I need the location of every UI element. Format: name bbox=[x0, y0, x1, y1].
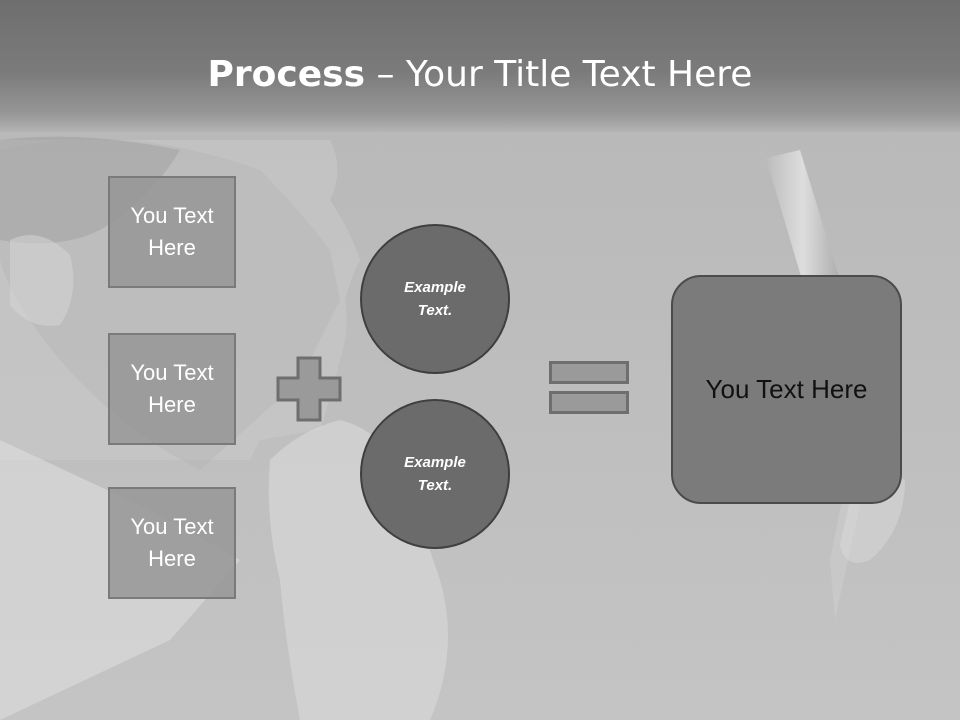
input-box-3[interactable]: You Text Here bbox=[108, 487, 236, 599]
title-rest: – Your Title Text Here bbox=[365, 54, 753, 95]
result-box[interactable]: You Text Here bbox=[671, 275, 902, 504]
title-bold: Process bbox=[207, 54, 366, 95]
equals-icon bbox=[549, 361, 629, 414]
input-box-2[interactable]: You Text Here bbox=[108, 333, 236, 445]
example-circle-1[interactable]: Example Text. bbox=[360, 224, 510, 374]
title-bar bbox=[0, 0, 960, 132]
plus-icon bbox=[276, 356, 342, 422]
example-circle-2[interactable]: Example Text. bbox=[360, 399, 510, 549]
input-box-1[interactable]: You Text Here bbox=[108, 176, 236, 288]
slide-title: Process – Your Title Text Here bbox=[0, 52, 960, 98]
